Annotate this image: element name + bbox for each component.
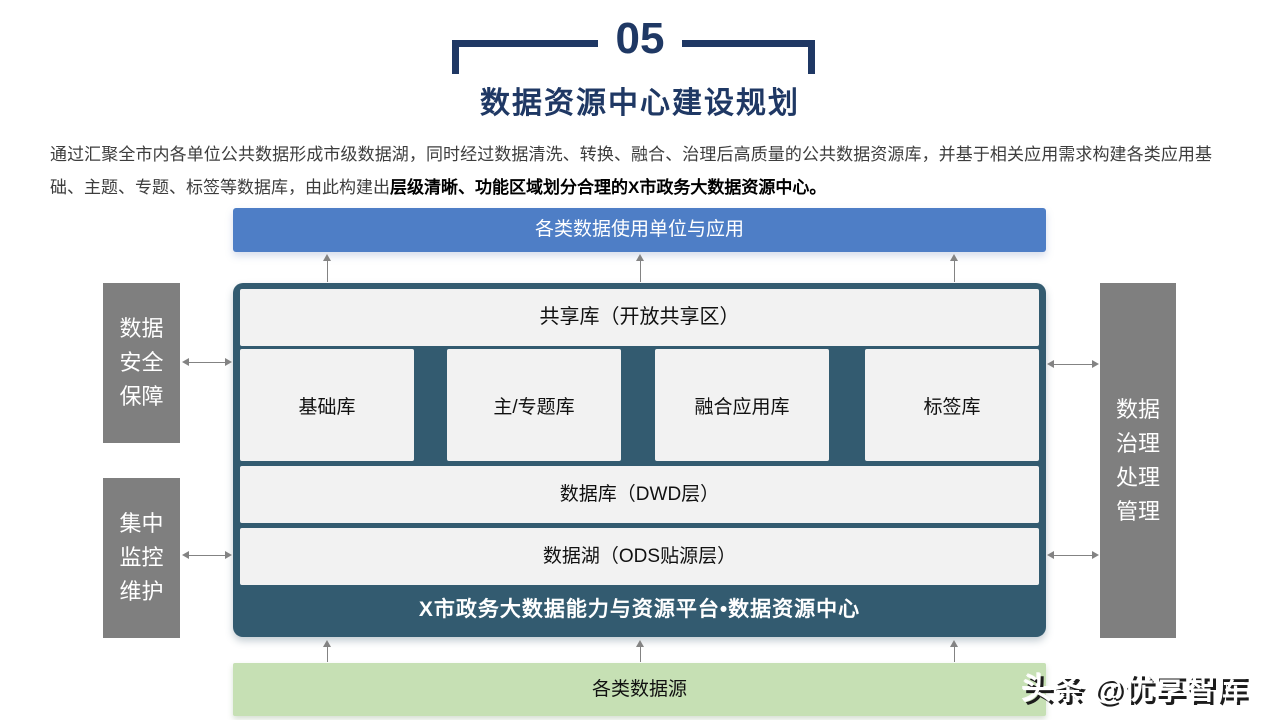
- arrow-head-icon: [636, 254, 644, 261]
- arrow-line: [640, 260, 641, 282]
- arrow-line: [188, 555, 226, 556]
- arrow-head-icon: [1092, 360, 1099, 368]
- arrow-head-icon: [1047, 360, 1054, 368]
- arrow-head-icon: [950, 640, 958, 647]
- arrow-head-icon: [225, 358, 232, 366]
- library-box-theme: 主/专题库: [447, 349, 621, 461]
- arrow-head-icon: [323, 640, 331, 647]
- library-box-fusion: 融合应用库: [655, 349, 829, 461]
- arrow-head-icon: [323, 254, 331, 261]
- arrow-head-icon: [1047, 551, 1054, 559]
- panel-data-security: 数据安全保障: [103, 283, 180, 443]
- title-bracket-left-line: [452, 40, 598, 47]
- intro-paragraph: 通过汇聚全市内各单位公共数据形成市级数据湖，同时经过数据清洗、转换、融合、治理后…: [50, 138, 1212, 204]
- panel-monitoring-label: 集中监控维护: [119, 511, 164, 604]
- arrow-head-icon: [636, 640, 644, 647]
- title-bracket-right-line: [682, 40, 815, 47]
- sources-bar: 各类数据源: [233, 663, 1046, 716]
- arrow-head-icon: [182, 551, 189, 559]
- panel-governance: 数据治理处理管理: [1100, 283, 1176, 638]
- platform-label: X市政务大数据能力与资源平台•数据资源中心: [418, 598, 861, 621]
- arrow-up-icon: [950, 254, 959, 282]
- library-box-basic: 基础库: [240, 349, 414, 461]
- double-arrow-icon: [182, 551, 232, 560]
- resource-center-container: 共享库（开放共享区） 基础库 主/专题库 融合应用库 标签库 数据库（DWD层）…: [233, 283, 1046, 637]
- arrow-line: [954, 646, 955, 662]
- arrow-up-icon: [636, 640, 645, 662]
- intro-text-bold: 层级清晰、功能区域划分合理的X市政务大数据资源中心。: [390, 178, 827, 197]
- intro-text-normal: 通过汇聚全市内各单位公共数据形成市级数据湖，同时经过数据清洗、转换、融合、治理后…: [50, 145, 1212, 197]
- panel-governance-label: 数据治理处理管理: [1115, 396, 1160, 524]
- arrow-line: [327, 646, 328, 662]
- dwd-layer: 数据库（DWD层）: [240, 466, 1039, 523]
- arrow-head-icon: [1092, 551, 1099, 559]
- arrow-line: [188, 362, 226, 363]
- title-bracket-right-stub: [808, 40, 815, 74]
- arrow-up-icon: [323, 254, 332, 282]
- library-box-tag: 标签库: [865, 349, 1039, 461]
- page-title: 数据资源中心建设规划: [480, 87, 800, 120]
- arrow-line: [640, 646, 641, 662]
- arrow-head-icon: [225, 551, 232, 559]
- arrow-line: [1053, 555, 1093, 556]
- panel-monitoring: 集中监控维护: [103, 478, 180, 638]
- panel-data-security-label: 数据安全保障: [119, 316, 164, 409]
- arrow-up-icon: [323, 640, 332, 662]
- arrow-line: [1053, 364, 1093, 365]
- arrow-line: [327, 260, 328, 282]
- double-arrow-icon: [182, 358, 232, 367]
- arrow-line: [954, 260, 955, 282]
- share-layer: 共享库（开放共享区）: [240, 289, 1039, 346]
- ods-layer: 数据湖（ODS贴源层）: [240, 528, 1039, 585]
- double-arrow-icon: [1047, 551, 1099, 560]
- arrow-up-icon: [636, 254, 645, 282]
- double-arrow-icon: [1047, 360, 1099, 369]
- watermark: 头条 @优享智库: [1022, 673, 1248, 706]
- section-number: 05: [615, 14, 665, 63]
- arrow-head-icon: [950, 254, 958, 261]
- title-bracket-left-stub: [452, 40, 459, 74]
- arrow-up-icon: [950, 640, 959, 662]
- arrow-head-icon: [182, 358, 189, 366]
- consumers-bar: 各类数据使用单位与应用: [233, 208, 1046, 252]
